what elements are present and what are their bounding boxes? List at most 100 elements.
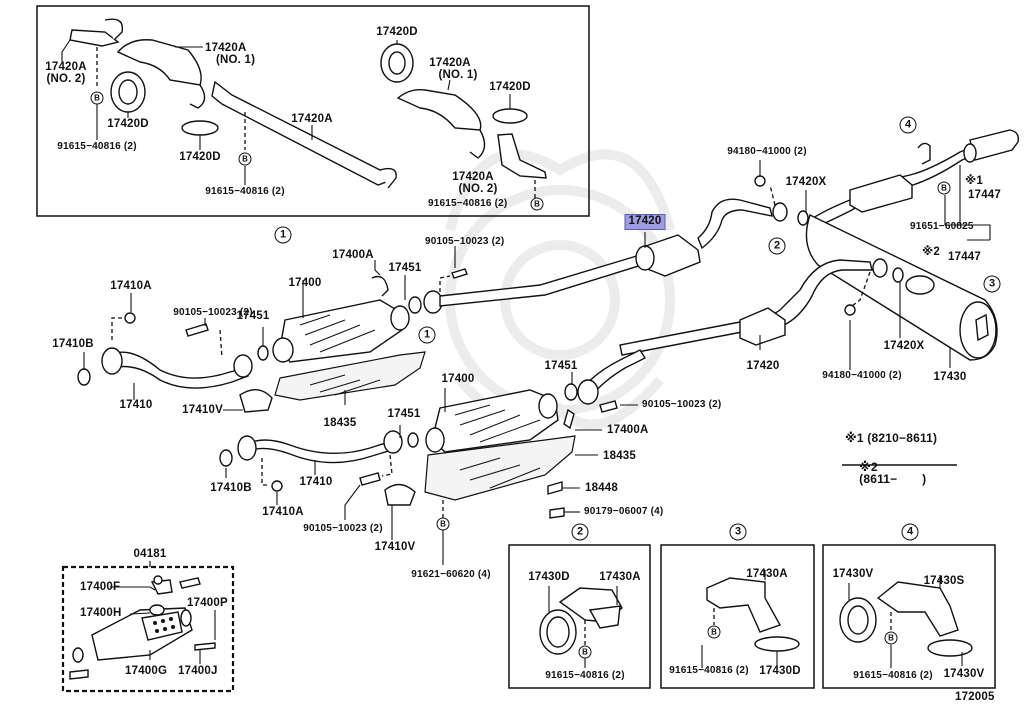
label-17430A-box3[interactable]: 17430A <box>746 568 788 580</box>
inset-box-brackets <box>36 5 590 217</box>
detail-box-4-border <box>822 544 996 689</box>
label-17420D-left-ring[interactable]: 17420D <box>107 118 149 130</box>
label-17420A-no2-left-sub: (NO. 2) <box>46 73 86 85</box>
label-17430D-box2[interactable]: 17430D <box>528 571 570 583</box>
detail-box-4-ref: 4 <box>901 523 919 541</box>
label-17410-lower[interactable]: 17410 <box>299 476 333 488</box>
label-star2-marker: ※2 <box>922 246 940 258</box>
label-17420A-no1-right-sub: (NO. 1) <box>438 69 478 81</box>
label-17410V-lower[interactable]: 17410V <box>374 541 416 553</box>
bolt-mark-icon: B <box>90 91 104 105</box>
inset-parts <box>61 18 547 198</box>
label-17400A-lower[interactable]: 17400A <box>607 424 649 436</box>
kit-parts <box>69 575 216 680</box>
label-17410B-lower[interactable]: 17410B <box>210 482 252 494</box>
label-17451-a[interactable]: 17451 <box>388 262 422 274</box>
footnote-1-range: (8210−8611) <box>867 431 938 445</box>
label-18448[interactable]: 18448 <box>585 482 618 494</box>
label-17420X-upper[interactable]: 17420X <box>785 176 827 188</box>
label-91615-40816-left[interactable]: 91615−40816 (2) <box>57 141 137 152</box>
label-17400-lower[interactable]: 17400 <box>441 373 475 385</box>
bolt-mark-icon: B <box>884 631 898 645</box>
label-18435-upper[interactable]: 18435 <box>323 417 357 429</box>
label-17400-upper[interactable]: 17400 <box>288 277 322 289</box>
label-90105-10023-d[interactable]: 90105−10023 (2) <box>303 523 383 534</box>
label-17451-b[interactable]: 17451 <box>236 310 270 322</box>
label-17420-lower[interactable]: 17420 <box>746 360 780 372</box>
label-17420X-lower[interactable]: 17420X <box>883 340 925 352</box>
label-91621-60620[interactable]: 91621−60620 (4) <box>411 569 491 580</box>
label-17410B-upper[interactable]: 17410B <box>52 338 94 350</box>
label-91615-40816-mid[interactable]: 91615−40816 (2) <box>205 186 285 197</box>
label-17400F[interactable]: 17400F <box>80 581 121 593</box>
label-17410V-upper[interactable]: 17410V <box>182 404 223 416</box>
detail-box-2-ref: 2 <box>571 523 589 541</box>
label-star1-marker: ※1 <box>965 175 983 187</box>
label-17420D-right-pad[interactable]: 17420D <box>489 81 531 93</box>
leader-lines <box>83 160 991 540</box>
label-90105-10023-c[interactable]: 90105−10023 (2) <box>642 399 722 410</box>
label-91615-40816-right[interactable]: 91615−40816 (2) <box>428 198 508 209</box>
label-17410-upper[interactable]: 17410 <box>119 399 153 411</box>
bolt-mark-icon: B <box>530 197 544 211</box>
label-91615-40816-box4[interactable]: 91615−40816 (2) <box>853 670 933 681</box>
footnote-2-mark: ※2 <box>859 460 878 474</box>
label-17410A-upper[interactable]: 17410A <box>110 280 152 292</box>
label-17451-d[interactable]: 17451 <box>387 408 421 420</box>
label-17447-a[interactable]: 17447 <box>968 189 1001 201</box>
figure-number: 172005 <box>955 691 995 703</box>
label-17420A-no2-left[interactable]: 17420A <box>45 61 87 73</box>
label-90105-10023-b[interactable]: 90105−10023 (2) <box>425 236 505 247</box>
label-17420D-right-ring[interactable]: 17420D <box>376 26 418 38</box>
label-17430D-box3[interactable]: 17430D <box>759 665 801 677</box>
detail-box-3-ref: 3 <box>729 523 747 541</box>
label-90105-10023-a[interactable]: 90105−10023 (2) <box>173 307 253 318</box>
label-17447-b[interactable]: 17447 <box>948 251 981 263</box>
label-17420A-no1-right[interactable]: 17420A <box>429 57 471 69</box>
label-91615-40816-box3[interactable]: 91615−40816 (2) <box>669 665 749 676</box>
label-17400H[interactable]: 17400H <box>80 607 122 619</box>
label-17400J[interactable]: 17400J <box>178 665 218 677</box>
label-kit-04181[interactable]: 04181 <box>133 548 167 560</box>
label-17430[interactable]: 17430 <box>933 371 967 383</box>
kit-box-border <box>61 565 235 693</box>
label-17400A-upper[interactable]: 17400A <box>332 249 374 261</box>
label-94180-41000-upper[interactable]: 94180−41000 (2) <box>727 146 807 157</box>
label-17420A-long[interactable]: 17420A <box>291 113 333 125</box>
label-17400G[interactable]: 17400G <box>125 665 168 677</box>
label-17420A-no1-left[interactable]: 17420A <box>205 42 247 54</box>
ref-circle-2: 2 <box>768 237 786 255</box>
footnote-1: ※1 (8210−8611) <box>845 432 937 444</box>
label-91651-60825[interactable]: 91651−60825 <box>910 221 974 232</box>
label-17430V-box4-ring[interactable]: 17430V <box>832 568 874 580</box>
label-17420A-no2-right[interactable]: 17420A <box>452 171 494 183</box>
label-17430V-box4-pad[interactable]: 17430V <box>943 668 985 680</box>
label-94180-41000-lower[interactable]: 94180−41000 (2) <box>822 370 902 381</box>
ref-circle-1-top: 1 <box>274 226 292 244</box>
label-18435-lower[interactable]: 18435 <box>603 450 636 462</box>
detail-box-3-border <box>660 544 815 689</box>
bolt-mark-icon: B <box>578 645 592 659</box>
ref-circle-3: 3 <box>983 275 1001 293</box>
detail-box-2-border <box>508 544 651 689</box>
label-17430A-box2[interactable]: 17430A <box>599 571 641 583</box>
label-17430S-box4[interactable]: 17430S <box>923 575 965 587</box>
bolt-mark-icon: B <box>937 181 951 195</box>
label-17420-highlighted[interactable]: 17420 <box>624 214 666 230</box>
ref-circle-4: 4 <box>899 116 917 134</box>
main-exhaust-parts <box>77 129 1020 565</box>
label-17420D-left-pad[interactable]: 17420D <box>179 151 221 163</box>
bolt-mark-icon: B <box>436 517 450 531</box>
footnote-2: ※2 (8611− ) <box>845 449 926 497</box>
label-17410A-lower[interactable]: 17410A <box>262 506 304 518</box>
label-17420A-no1-left-sub: (NO. 1) <box>216 54 256 66</box>
label-90179-06007[interactable]: 90179−06007 (4) <box>584 506 664 517</box>
ref-circle-1-mid: 1 <box>418 326 436 344</box>
label-17451-c[interactable]: 17451 <box>544 360 578 372</box>
footnote-2-range: (8611− ) <box>859 472 927 486</box>
label-17420A-no2-right-sub: (NO. 2) <box>458 183 498 195</box>
label-17400P[interactable]: 17400P <box>187 597 228 609</box>
label-91615-40816-box2[interactable]: 91615−40816 (2) <box>545 670 625 681</box>
detail-parts <box>539 570 973 668</box>
